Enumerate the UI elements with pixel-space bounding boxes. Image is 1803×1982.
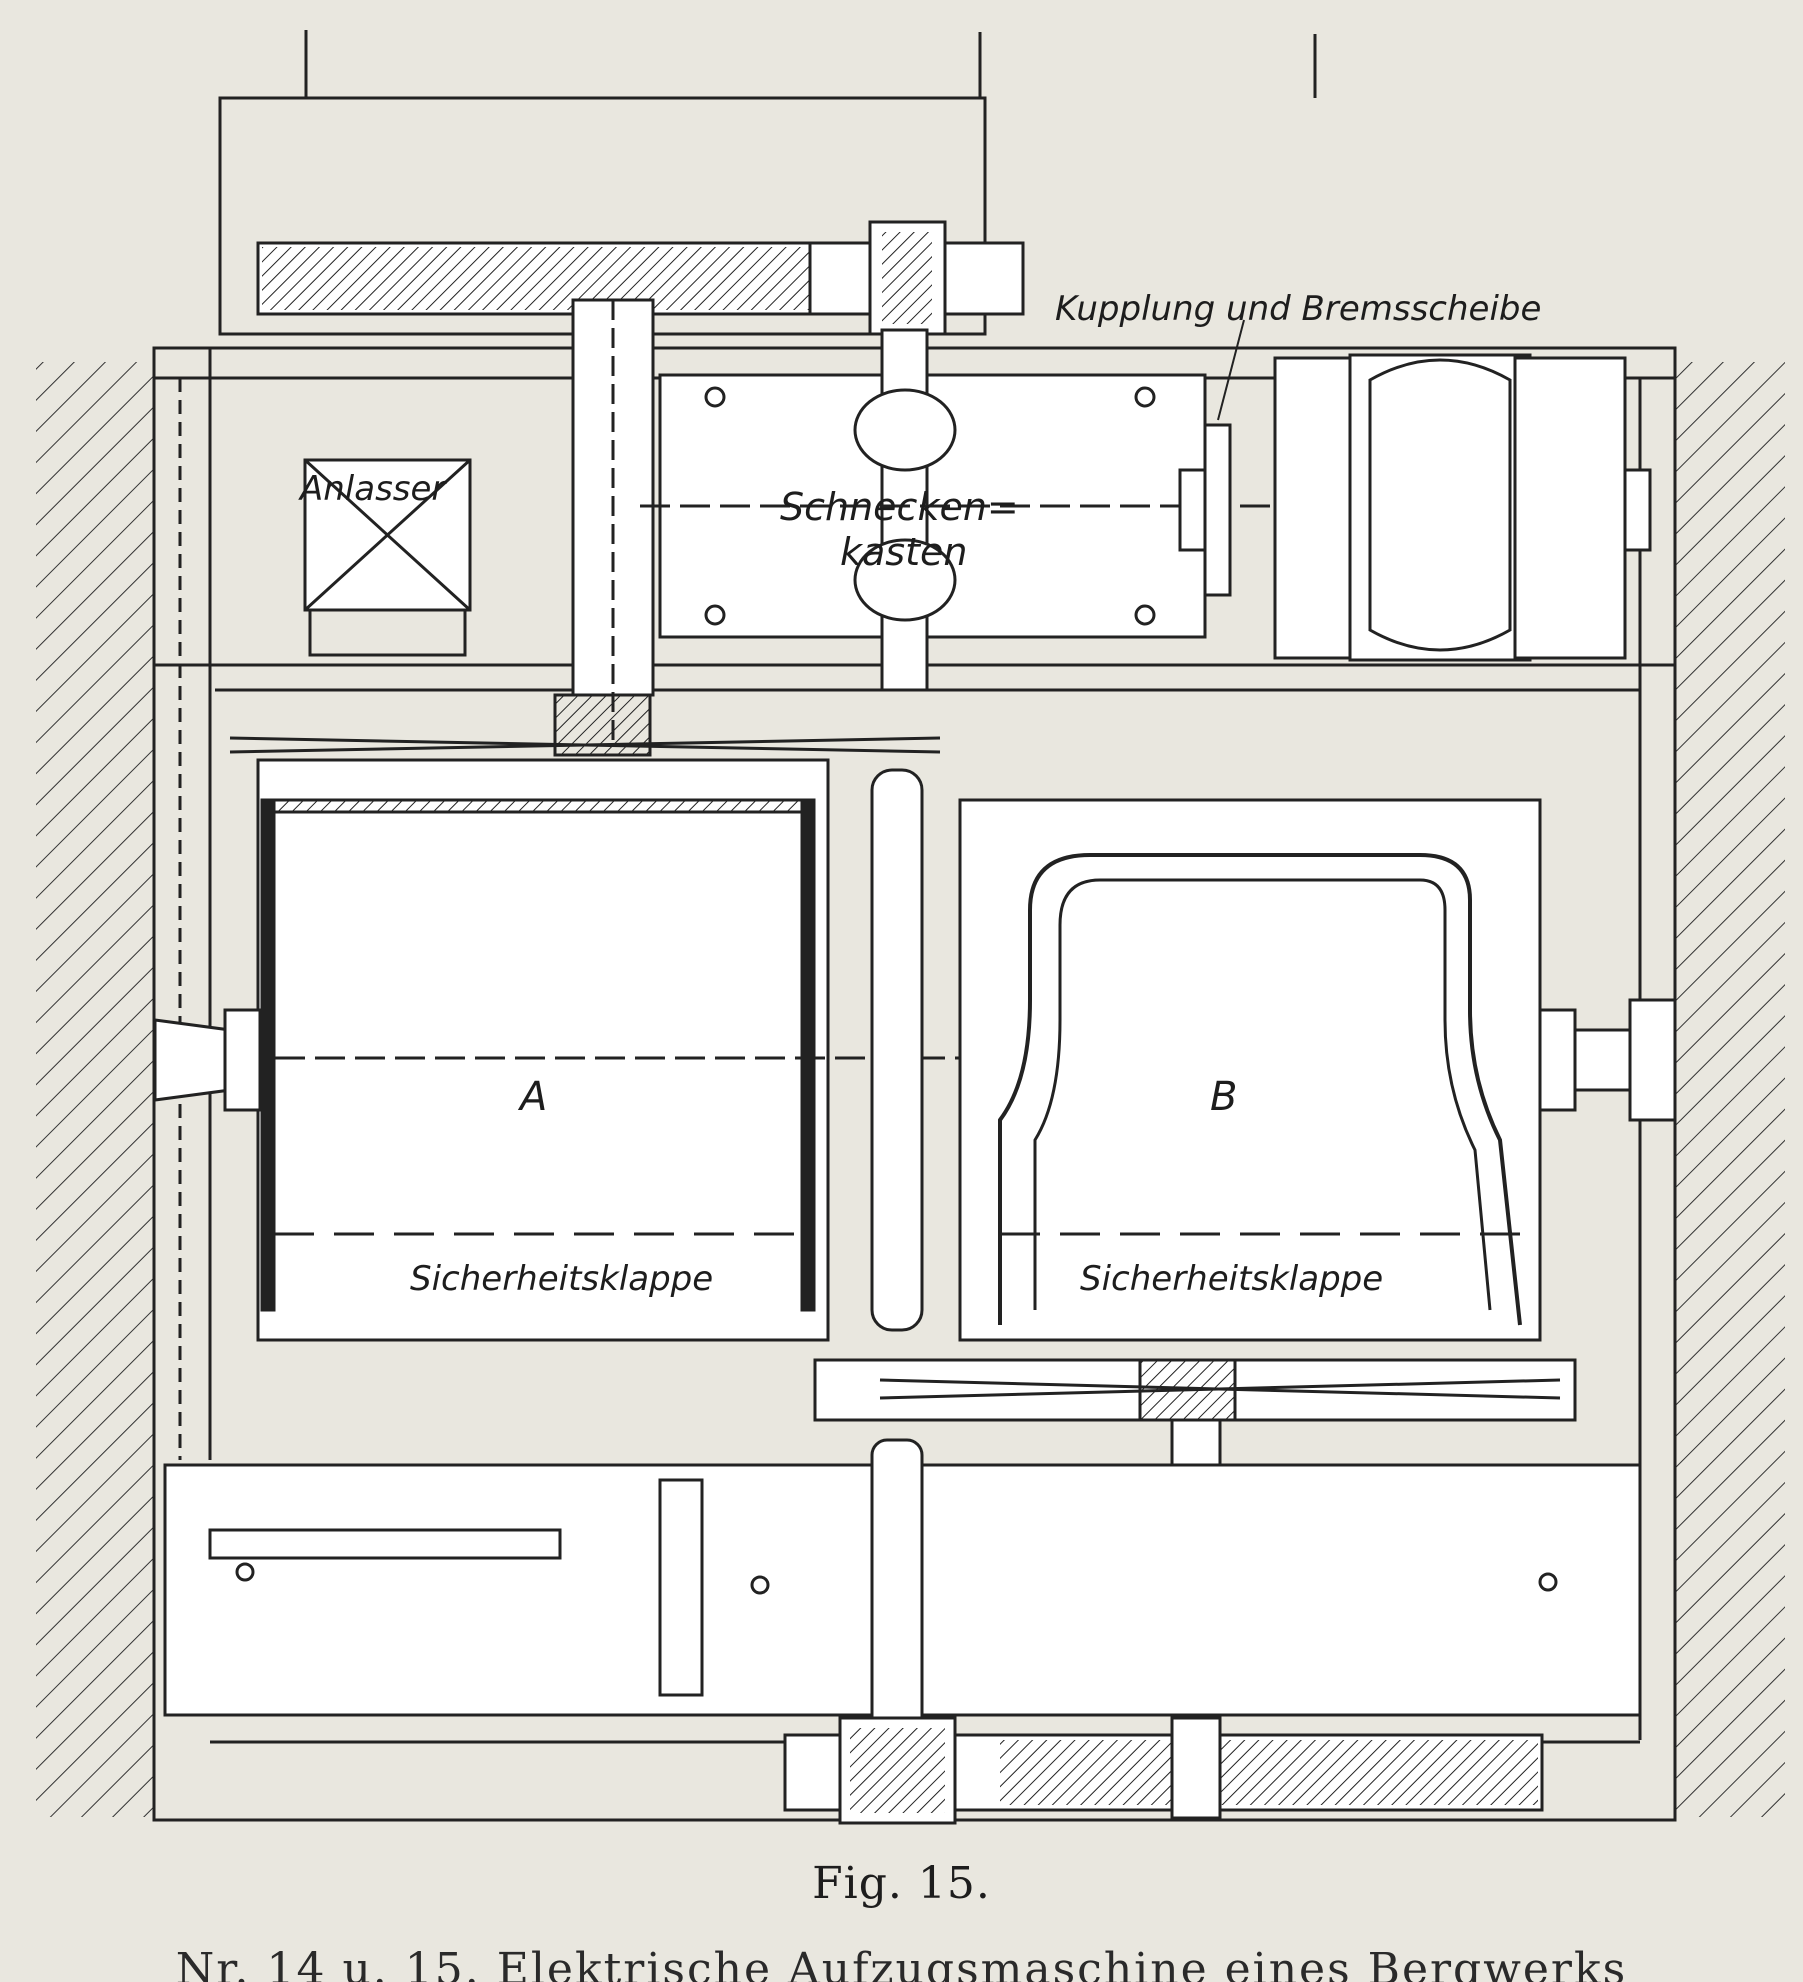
pinion-column <box>870 768 924 1332</box>
coupling-and-brake <box>1178 319 1245 597</box>
drum-b-spider <box>813 1358 1577 1422</box>
safety-flap-a-label: Sicherheitsklappe <box>410 1259 713 1299</box>
drum-a-label: A <box>517 1074 547 1120</box>
electric-motor <box>1273 353 1652 662</box>
figure-caption: Fig. 15. <box>812 1858 991 1909</box>
shaft-wall-right <box>1673 362 1785 1817</box>
lower-countershaft <box>163 1438 1642 1802</box>
drum-a-spider <box>229 693 941 757</box>
safety-flap-b-label: Sicherheitsklappe <box>1080 1259 1383 1299</box>
worm-box-label-line2: kasten <box>840 530 967 574</box>
worm-box <box>640 328 1620 692</box>
coupling-label: Kupplung und Bremsscheibe <box>1055 289 1541 329</box>
bottom-gear <box>783 1716 1544 1825</box>
worm-box-label-line1: Schnecken= <box>780 485 1019 529</box>
top-gear <box>256 220 1025 336</box>
drum-b-label: B <box>1210 1074 1237 1120</box>
drum-a-bearing <box>153 1008 262 1112</box>
drum-b <box>958 798 1542 1342</box>
cut-off-text-line: Nr. 14 u. 15. Elektrische Aufzugsmaschin… <box>175 1944 1628 1982</box>
shaft-wall-left <box>36 362 156 1817</box>
drum-a <box>235 758 1550 1342</box>
starter-box <box>303 458 472 657</box>
drum-b-bearing <box>1538 998 1677 1122</box>
starter-label: Anlasser <box>298 469 447 509</box>
shaft-a <box>571 298 655 740</box>
